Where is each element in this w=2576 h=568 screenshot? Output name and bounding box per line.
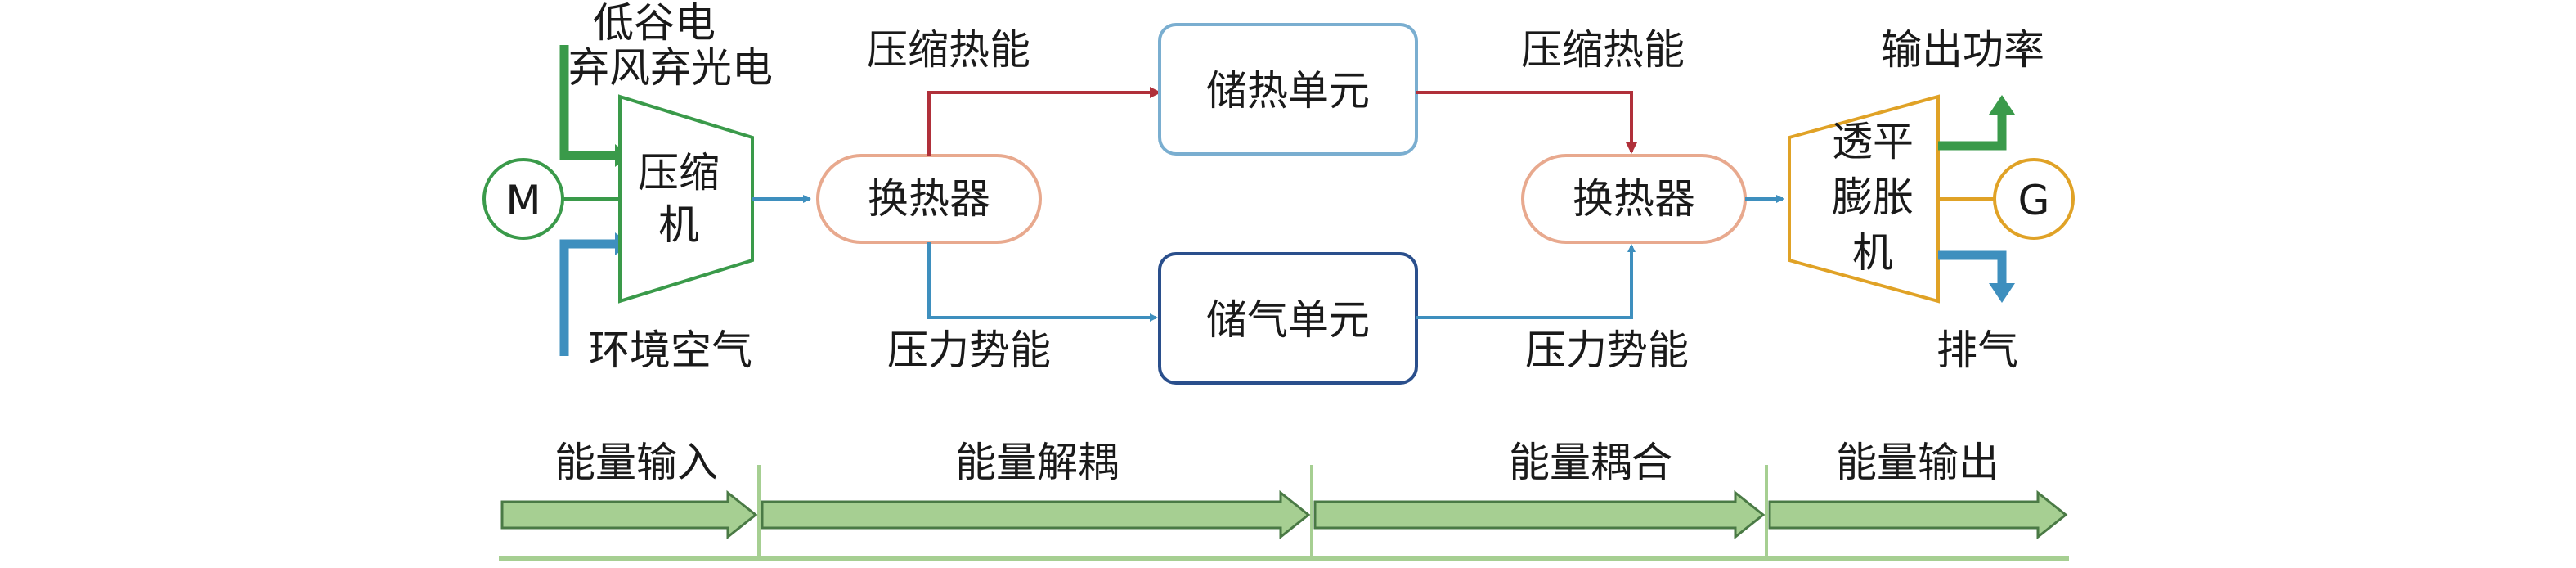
stage-arrow-input (500, 489, 758, 540)
stage-label-output: 能量输出 (1836, 439, 1999, 486)
compressor-label-1: 压缩 (638, 149, 720, 196)
heat-storage-label: 储热单元 (1206, 67, 1370, 115)
stage-arrow-coupling (1313, 489, 1766, 540)
compressor: 压缩 机 (618, 94, 754, 304)
power-output-arrowhead (1989, 95, 2015, 115)
heat-exchanger-left-label: 换热器 (868, 175, 990, 223)
generator: G (1993, 158, 2075, 240)
motor-label: M (505, 177, 541, 224)
pressure-flow-out-label: 压力势能 (1525, 327, 1689, 374)
air-input-line (559, 239, 617, 356)
pressure-flow-in-label: 压力势能 (887, 327, 1051, 374)
pressure-flow-in-arrow (927, 242, 1158, 322)
heat-exchanger-left: 换热器 (816, 154, 1042, 244)
exhaust-label: 排气 (1936, 327, 2018, 374)
gas-storage-label: 储气单元 (1206, 296, 1370, 344)
heat-storage-unit: 储热单元 (1158, 23, 1418, 156)
heat-flow-in-label: 压缩热能 (867, 26, 1030, 74)
turbine-label-3: 机 (1852, 229, 1893, 277)
turbine-label-2: 膨胀 (1832, 174, 1914, 221)
heat-exchanger-right-label: 换热器 (1573, 175, 1695, 223)
heat-flow-out-arrow (1416, 91, 1637, 154)
stage-arrow-output (1768, 489, 2068, 540)
turbine-label-1: 透平 (1832, 118, 1914, 165)
power-input-line (559, 45, 617, 160)
heat-flow-out-label: 压缩热能 (1521, 26, 1685, 74)
compressor-label-2: 机 (658, 201, 699, 249)
stage-timeline: 能量输入 能量解耦 能量耦合 能量输出 (499, 439, 2069, 561)
heat-exchanger-right: 换热器 (1521, 154, 1747, 244)
stage-label-input: 能量输入 (554, 439, 718, 486)
power-output-label: 输出功率 (1881, 26, 2044, 74)
exhaust-line (1938, 250, 2007, 285)
motor: M (482, 158, 564, 240)
pressure-flow-out-arrow (1416, 244, 1636, 319)
turbine: 透平 膨胀 机 (1788, 94, 1940, 304)
stage-arrow-decoupling (761, 489, 1311, 540)
heat-flow-in-arrow (927, 87, 1161, 156)
power-output-line (1938, 113, 2007, 151)
input-label-valley-power: 低谷电 (593, 0, 716, 47)
stage-label-coupling: 能量耦合 (1509, 439, 1672, 486)
gas-storage-unit: 储气单元 (1158, 252, 1418, 385)
generator-label: G (2018, 177, 2050, 224)
input-label-curtailed-power: 弃风弃光电 (568, 44, 773, 92)
input-label-ambient-air: 环境空气 (589, 327, 752, 374)
stage-label-decoupling: 能量解耦 (955, 439, 1119, 486)
exhaust-arrowhead (1989, 283, 2015, 303)
